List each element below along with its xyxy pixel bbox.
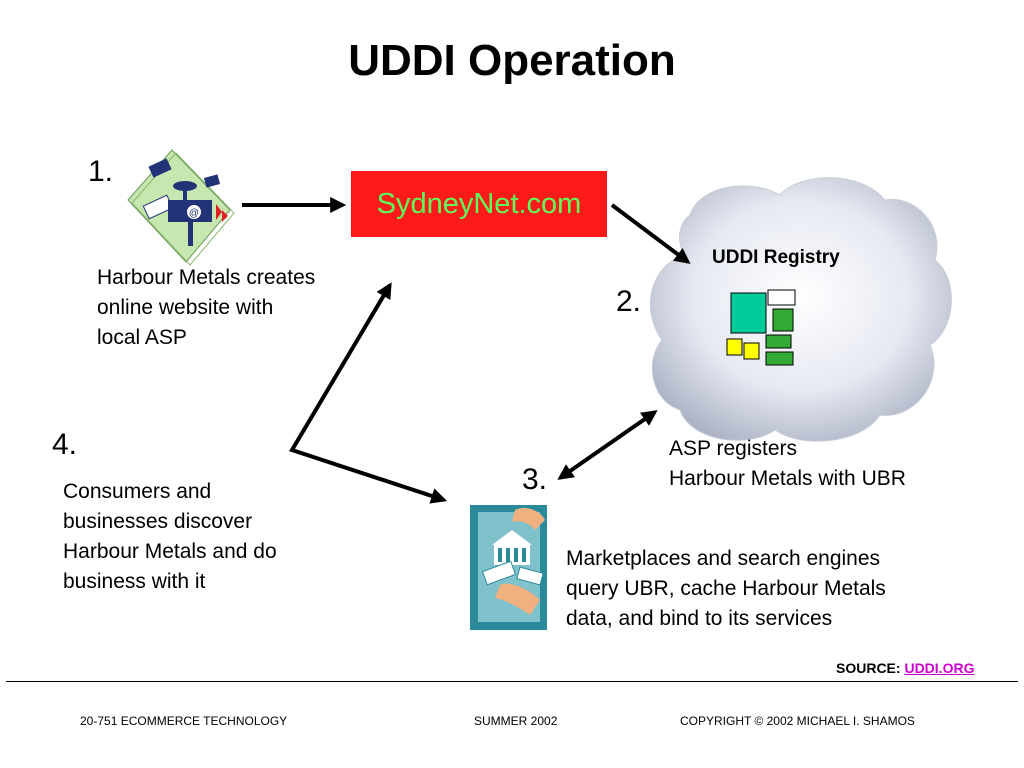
step-1-text: Harbour Metals creates online website wi… xyxy=(97,266,316,349)
step-2-text: ASP registers Harbour Metals with UBR xyxy=(669,437,906,490)
registry-blocks xyxy=(726,289,796,366)
arrows xyxy=(242,197,691,504)
footer-term: SUMMER 2002 xyxy=(474,714,558,728)
step-2-number: 2. xyxy=(616,285,642,318)
source-link[interactable]: UDDI.ORG xyxy=(904,660,975,676)
mailbox-icon: @ xyxy=(127,149,235,266)
step-4-number: 4. xyxy=(52,428,78,461)
footer-divider xyxy=(6,681,1018,682)
page-title: UDDI Operation xyxy=(348,36,676,85)
marketplace-icon xyxy=(470,505,547,630)
step-4-text: Consumers and businesses discover Harbou… xyxy=(63,480,277,593)
arrow-consumers xyxy=(289,282,448,504)
step-1-number: 1. xyxy=(88,155,114,188)
footer-course: 20-751 ECOMMERCE TECHNOLOGY xyxy=(80,714,288,728)
step-3-text: Marketplaces and search engines query UB… xyxy=(566,547,886,630)
footer-copyright: COPYRIGHT © 2002 MICHAEL I. SHAMOS xyxy=(680,714,915,728)
registry-cloud xyxy=(649,177,952,442)
arrow-hub-to-registry xyxy=(610,203,691,264)
arrow-registry-marketplace xyxy=(557,410,658,480)
step-3-number: 3. xyxy=(522,463,548,496)
sydneynet-hub: SydneyNet.com xyxy=(351,171,607,237)
source-prefix: SOURCE: xyxy=(836,660,905,676)
source-credit: SOURCE: UDDI.ORG xyxy=(836,660,974,676)
registry-label: UDDI Registry xyxy=(712,247,840,268)
svg-text:@: @ xyxy=(189,208,199,219)
